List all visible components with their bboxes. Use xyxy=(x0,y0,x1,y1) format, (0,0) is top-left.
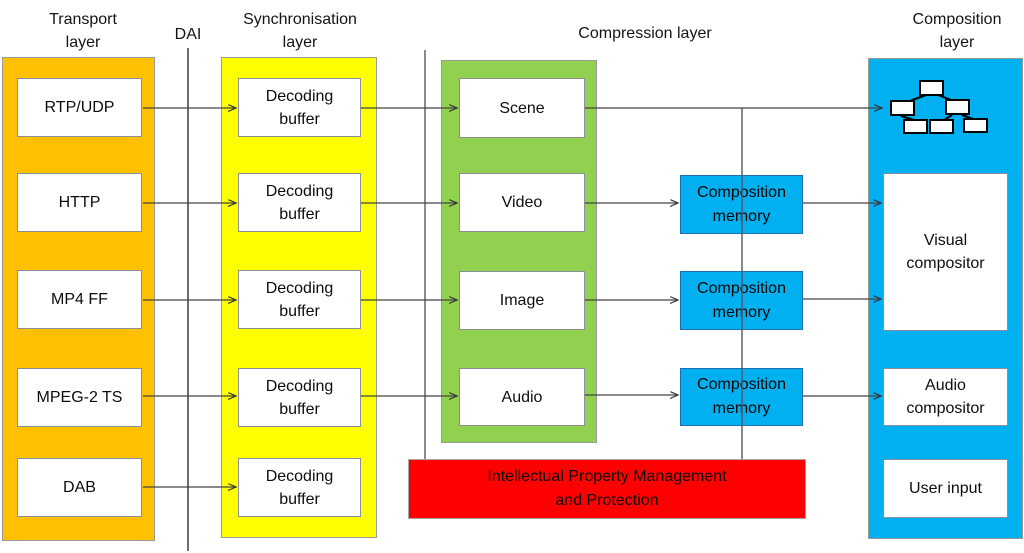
sync-layer-title-line1: Synchronisation xyxy=(243,11,357,28)
transport-box-mpeg2-ts: MPEG-2 TS xyxy=(17,368,142,427)
composition-layer-title-line1: Composition xyxy=(912,11,1002,28)
composition-layer-title-line2: layer xyxy=(939,34,975,51)
user-input-box: User input xyxy=(883,459,1008,518)
decoding-buffer-4: Decoding buffer xyxy=(238,368,361,427)
sync-layer-title: Synchronisation layer xyxy=(212,8,388,54)
ipmp-box: Intellectual Property Management and Pro… xyxy=(408,459,806,519)
transport-box-mp4-ff: MP4 FF xyxy=(17,270,142,329)
decoding-buffer-2: Decoding buffer xyxy=(238,173,361,232)
sync-layer-title-line2: layer xyxy=(282,34,318,51)
transport-box-rtp-udp: RTP/UDP xyxy=(17,78,142,137)
compression-box-image: Image xyxy=(459,271,585,330)
composition-memory-audio: Composition memory xyxy=(680,368,803,426)
visual-compositor-box: Visual compositor xyxy=(883,173,1008,331)
dai-label: DAI xyxy=(174,26,202,43)
decoding-buffer-5: Decoding buffer xyxy=(238,458,361,517)
decoding-buffer-3: Decoding buffer xyxy=(238,270,361,329)
transport-layer-title-line2: layer xyxy=(65,34,101,51)
composition-memory-video: Composition memory xyxy=(680,175,803,234)
composition-layer-title: Composition layer xyxy=(880,8,1024,54)
compression-box-video: Video xyxy=(459,173,585,232)
compression-box-scene: Scene xyxy=(459,78,585,138)
transport-layer-title-line1: Transport xyxy=(49,11,117,28)
compression-layer-title: Compression layer xyxy=(578,25,712,42)
decoding-buffer-1: Decoding buffer xyxy=(238,78,361,137)
composition-memory-image: Composition memory xyxy=(680,271,803,330)
scene-graph-tree-icon xyxy=(890,80,988,134)
transport-box-dab: DAB xyxy=(17,458,142,517)
transport-layer-title: Transport layer xyxy=(8,8,158,54)
compression-box-audio: Audio xyxy=(459,368,585,426)
transport-box-http: HTTP xyxy=(17,173,142,232)
audio-compositor-box: Audio compositor xyxy=(883,368,1008,426)
